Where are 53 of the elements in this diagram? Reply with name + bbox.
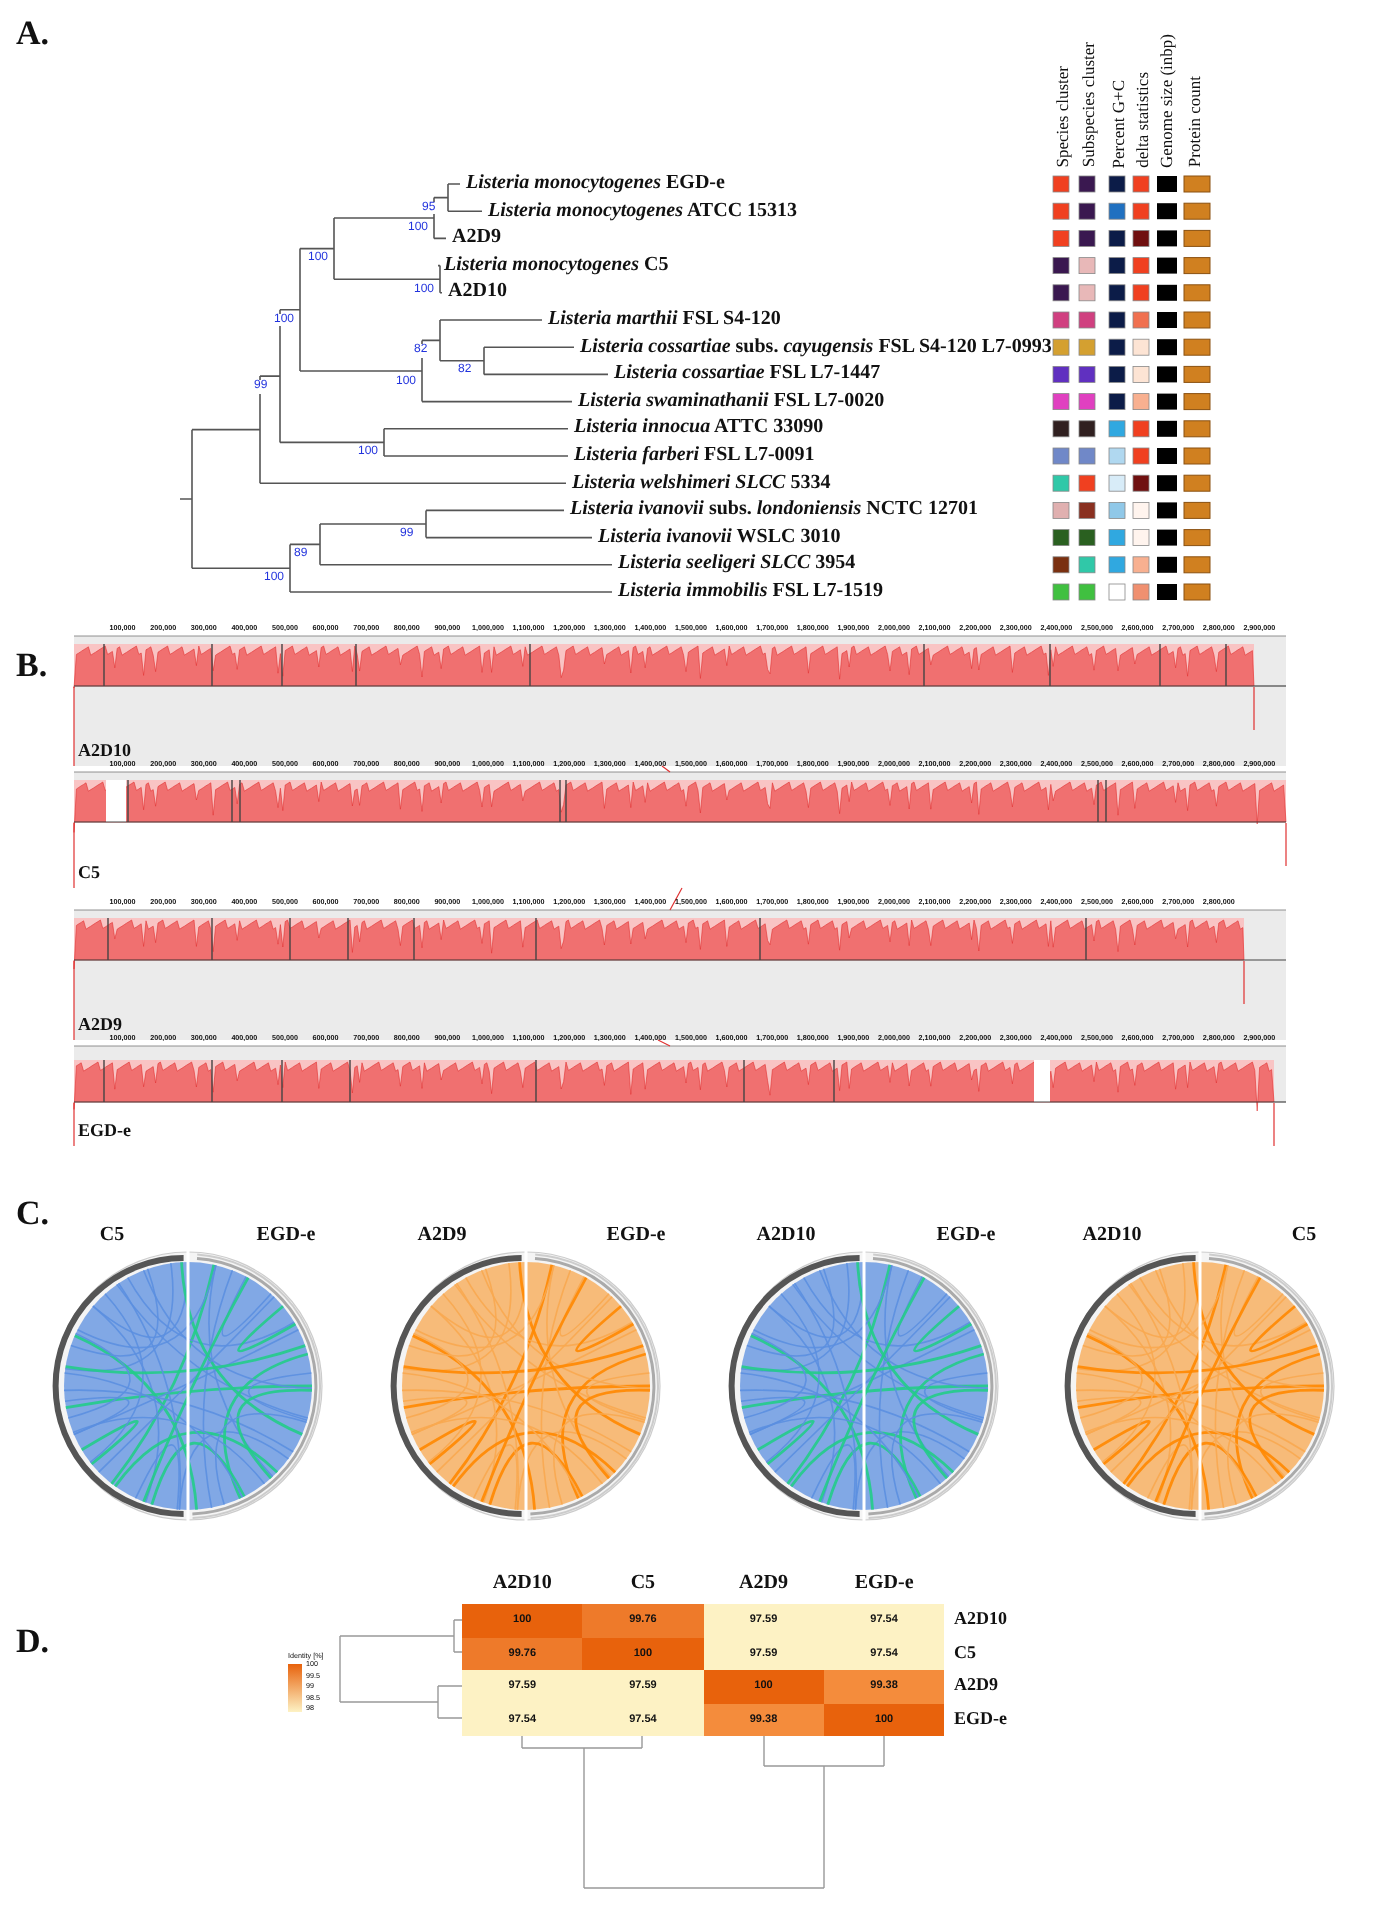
genome-alignment-track [73,771,1287,889]
row-label: C5 [954,1643,976,1663]
species-label: Listeria monocytogenes EGD-e [466,172,725,194]
species-label: Listeria cossartiae FSL L7-1447 [614,362,881,385]
plot-title: A2D9 [417,1224,467,1246]
panel-letter: B. [16,648,48,686]
genome-alignment-track [73,635,1287,767]
species-label: Listeria ivanovii WSLC 3010 [598,525,841,548]
genome-label: A2D9 [78,1016,122,1035]
species-label: Listeria swaminathanii FSL L7-0020 [578,389,885,412]
synteny-link-line [657,1039,671,1047]
panel-letter: A. [16,16,50,54]
plot-title: A2D10 [1082,1224,1142,1246]
plot-title: EGD-e [256,1224,316,1246]
column-label: A2D10 [492,1572,552,1594]
row-label: A2D9 [954,1676,998,1696]
species-label: Listeria immobilis FSL L7-1519 [618,580,884,602]
synteny-link-line [661,765,671,773]
plot-title: EGD-e [936,1224,996,1246]
column-header: Species cluster [1054,66,1073,168]
column-label: EGD-e [854,1572,914,1594]
species-label: Listeria farberi FSL L7-0091 [574,444,815,466]
species-label: A2D10 [448,280,507,303]
plot-title: EGD-e [606,1224,666,1246]
genome-label: A2D10 [78,742,131,761]
species-label: Listeria cossartiae subs. cayugensis FSL S4-120 L7-0993 [580,335,1052,358]
species-label: Listeria monocytogenes C5 [444,253,669,276]
column-header: Percent G+C [1110,80,1129,169]
species-label: Listeria innocua ATTC 33090 [574,416,824,439]
species-label: Listeria marthii FSL S4-120 [548,308,781,330]
genome-label: EGD-e [78,1122,131,1142]
plot-title: A2D10 [756,1224,816,1246]
column-header: Subspecies cluster [1080,42,1099,168]
plot-title: C5 [1291,1224,1317,1246]
species-label: A2D9 [452,226,501,249]
column-label: A2D9 [739,1572,788,1594]
species-label: Listeria ivanovii subs. londoniensis NCTC 12701 [570,498,978,521]
species-label: Listeria seeligeri SLCC 3954 [618,552,856,575]
species-label: Listeria monocytogenes ATCC 15313 [488,199,798,222]
column-label: C5 [630,1572,656,1594]
row-label: EGD-e [954,1709,1007,1729]
synteny-link-line [669,887,683,911]
genome-alignment-track [73,909,1287,1041]
column-header: Protein count [1186,76,1205,168]
genome-label: C5 [78,864,100,884]
genome-alignment-track [73,1045,1287,1147]
column-header: Genome size (inbp) [1158,34,1177,169]
row-label: A2D10 [954,1610,1007,1630]
plot-title: C5 [99,1224,125,1246]
panel-letter: C. [16,1196,50,1234]
column-header: delta statistics [1134,72,1153,168]
species-label: Listeria welshimeri SLCC 5334 [572,471,831,494]
panel-letter: D. [16,1624,50,1662]
